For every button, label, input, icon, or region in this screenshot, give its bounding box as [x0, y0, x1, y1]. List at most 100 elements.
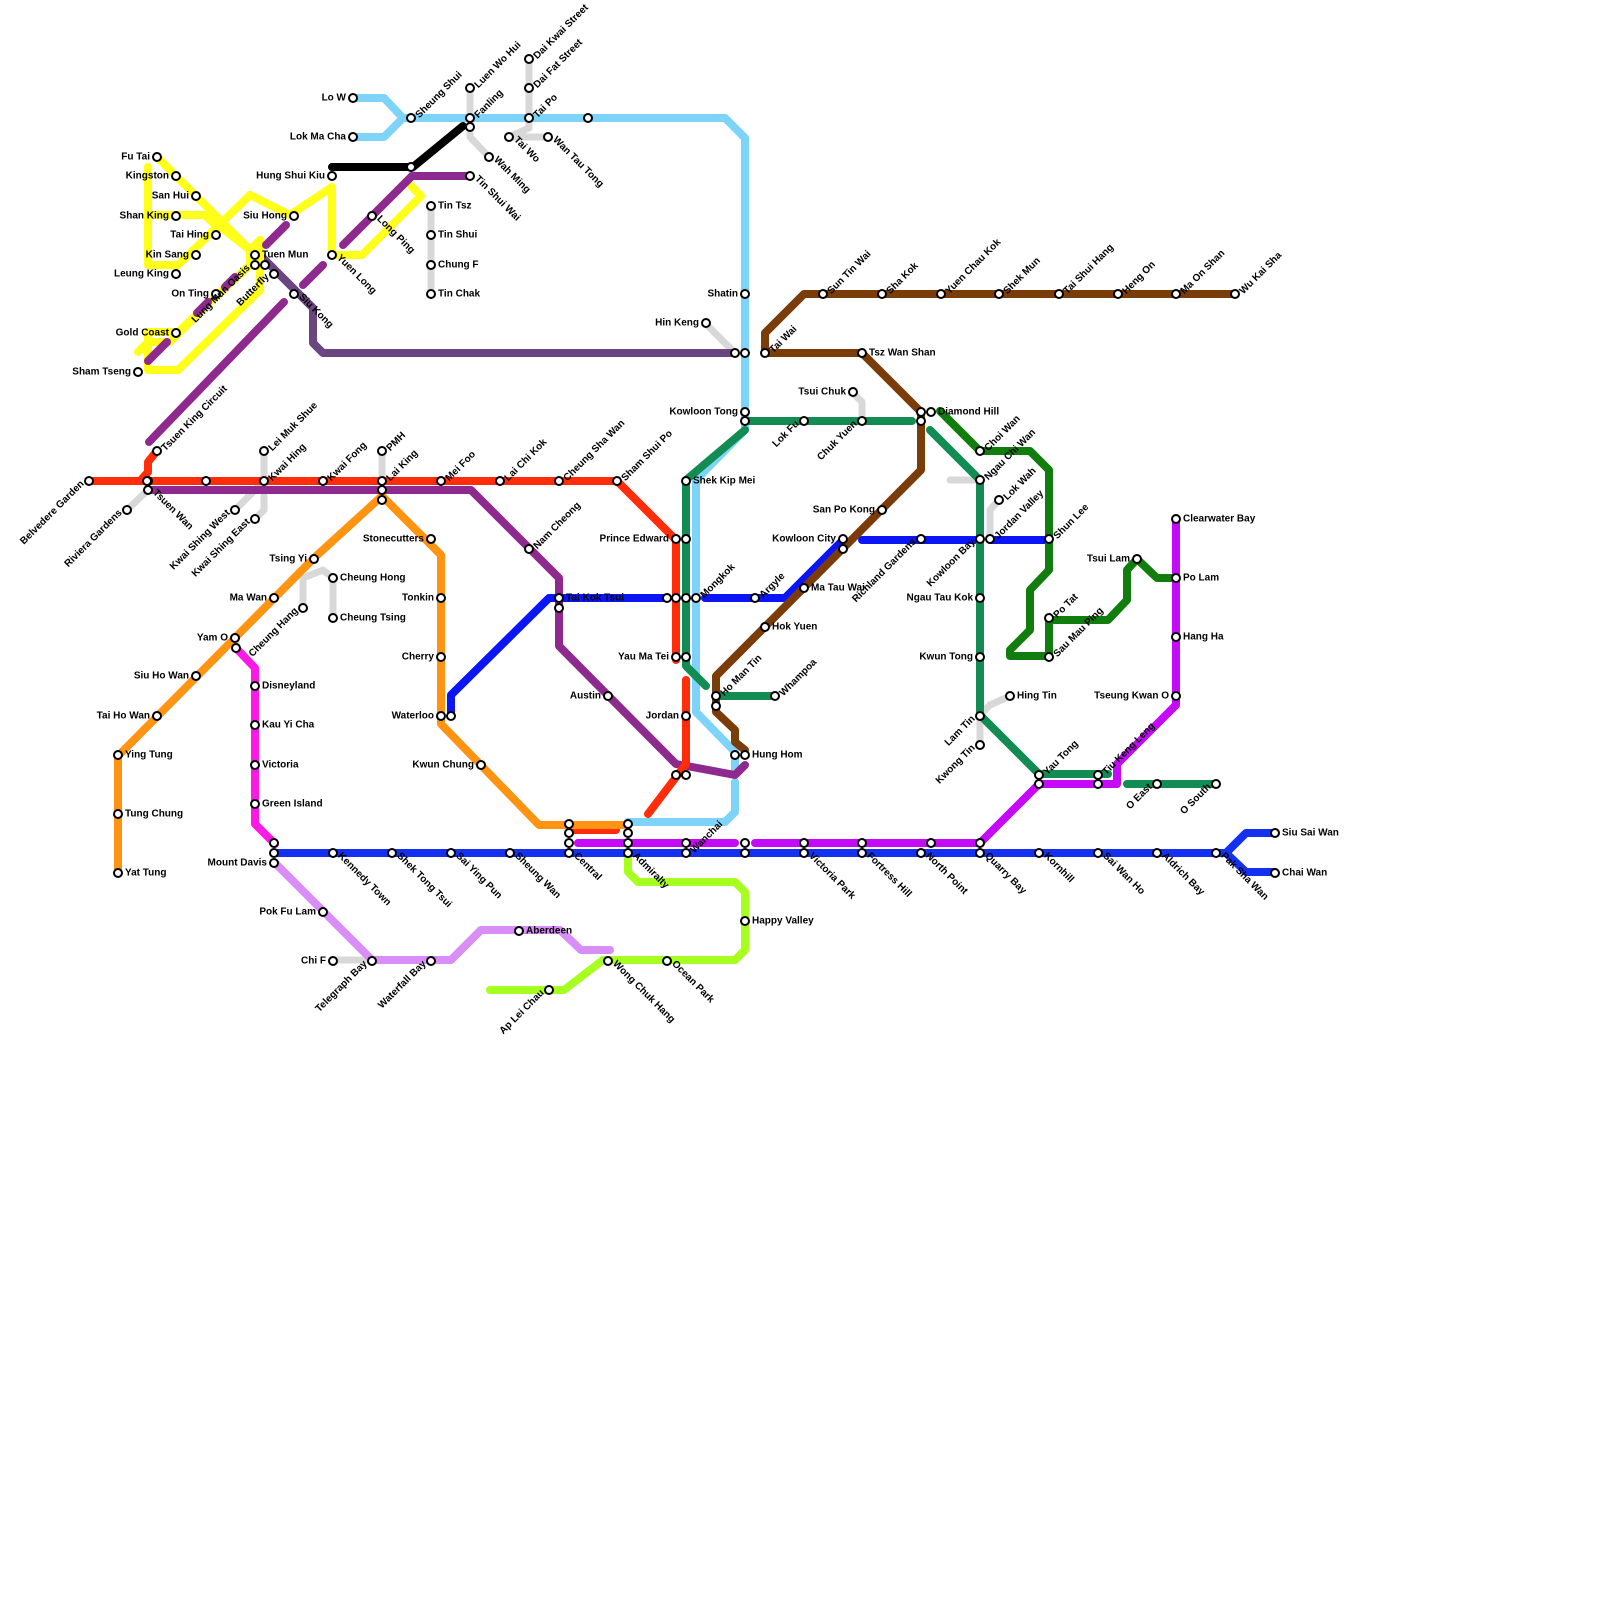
station-marker-ocean-park[interactable]: [662, 956, 672, 966]
station-marker-fortress-hill[interactable]: [857, 848, 867, 858]
station-marker-sheung-wan[interactable]: [505, 848, 515, 858]
station-marker[interactable]: [269, 848, 279, 858]
station-marker-victoria[interactable]: [250, 760, 260, 770]
station-marker-kwai-hing[interactable]: [259, 476, 269, 486]
station-marker-tsui-lam[interactable]: [1132, 554, 1142, 564]
station-marker[interactable]: [857, 838, 867, 848]
station-marker-hing-tin[interactable]: [1005, 691, 1015, 701]
station-marker-mount-davis[interactable]: [269, 858, 279, 868]
station-marker-nam-cheong[interactable]: [524, 544, 534, 554]
station-marker-tseung-kwan-o[interactable]: [1171, 691, 1181, 701]
station-marker-tsuen-king-circuit[interactable]: [152, 446, 162, 456]
station-marker-lai-chi-kok[interactable]: [495, 476, 505, 486]
station-marker-lei-muk-shue[interactable]: [259, 446, 269, 456]
station-marker[interactable]: [1093, 779, 1103, 789]
station-marker-cheung-hang[interactable]: [298, 603, 308, 613]
station-marker-kornhill[interactable]: [1034, 848, 1044, 858]
station-marker-ngau-tau-kok[interactable]: [975, 593, 985, 603]
station-marker[interactable]: [671, 770, 681, 780]
station-marker-argyle[interactable]: [750, 593, 760, 603]
station-marker-tai-wo[interactable]: [504, 132, 514, 142]
station-marker-whampoa[interactable]: [770, 691, 780, 701]
station-marker-hok-yuen[interactable]: [760, 622, 770, 632]
station-marker-sun-tin-wai[interactable]: [818, 289, 828, 299]
station-marker[interactable]: [916, 416, 926, 426]
station-marker[interactable]: [377, 485, 387, 495]
station-marker[interactable]: [406, 162, 416, 172]
station-marker-o-east[interactable]: [1152, 779, 1162, 789]
station-marker[interactable]: [681, 652, 691, 662]
station-marker[interactable]: [681, 593, 691, 603]
station-marker-cheung-sha-wan[interactable]: [554, 476, 564, 486]
station-marker-tsui-chuk[interactable]: [848, 387, 858, 397]
station-marker-tai-ho-wan[interactable]: [152, 711, 162, 721]
station-marker-riviera-gardens[interactable]: [122, 505, 132, 515]
station-marker-disneyland[interactable]: [250, 681, 260, 691]
station-marker-sham-shui-po[interactable]: [612, 476, 622, 486]
station-marker-cherry[interactable]: [436, 652, 446, 662]
station-marker-chai-wan[interactable]: [1270, 868, 1280, 878]
station-marker-wanchai[interactable]: [681, 848, 691, 858]
station-marker-tonkin[interactable]: [436, 593, 446, 603]
station-marker-central[interactable]: [564, 848, 574, 858]
station-marker-diamond-hill[interactable]: [926, 407, 936, 417]
station-marker-fu-tai[interactable]: [152, 152, 162, 162]
station-marker[interactable]: [916, 407, 926, 417]
station-marker-waterloo[interactable]: [436, 711, 446, 721]
station-marker-chi-f[interactable]: [328, 956, 338, 966]
station-marker-victoria-park[interactable]: [799, 848, 809, 858]
station-marker-tiu-keng-leng[interactable]: [1093, 770, 1103, 780]
station-marker-green-island[interactable]: [250, 799, 260, 809]
station-marker-yuen-chau-kok[interactable]: [936, 289, 946, 299]
station-marker-belvedere-garden[interactable]: [84, 476, 94, 486]
station-marker-wan-tau-tong[interactable]: [543, 132, 553, 142]
station-marker-aberdeen[interactable]: [514, 926, 524, 936]
station-marker-kowloon-bay[interactable]: [975, 534, 985, 544]
station-marker-on-ting[interactable]: [211, 289, 221, 299]
station-marker[interactable]: [142, 476, 152, 486]
station-marker-dai-kwai-street[interactable]: [524, 54, 534, 64]
station-marker[interactable]: [377, 495, 387, 505]
station-marker-lo-w[interactable]: [348, 93, 358, 103]
station-marker-tin-chak[interactable]: [426, 289, 436, 299]
station-marker-stonecutters[interactable]: [426, 534, 436, 544]
station-marker-kowloon-tong[interactable]: [740, 407, 750, 417]
station-marker-sai-wan-ho[interactable]: [1093, 848, 1103, 858]
station-marker[interactable]: [711, 701, 721, 711]
station-marker-pok-fu-lam[interactable]: [318, 907, 328, 917]
station-marker-ma-wan[interactable]: [269, 593, 279, 603]
station-marker-ap-lei-chau[interactable]: [544, 985, 554, 995]
station-marker-kwai-fong[interactable]: [318, 476, 328, 486]
station-marker-lok-fu[interactable]: [799, 416, 809, 426]
station-marker-luen-wo-hui[interactable]: [465, 83, 475, 93]
station-marker-dai-fat-street[interactable]: [524, 83, 534, 93]
station-marker[interactable]: [231, 643, 241, 653]
station-marker[interactable]: [201, 476, 211, 486]
station-marker[interactable]: [730, 750, 740, 760]
station-marker-sai-ying-pun[interactable]: [446, 848, 456, 858]
station-marker-clearwater-bay[interactable]: [1171, 514, 1181, 524]
station-marker-wu-kai-sha[interactable]: [1230, 289, 1240, 299]
station-marker-tin-tsz[interactable]: [426, 201, 436, 211]
station-marker-chung-f[interactable]: [426, 260, 436, 270]
station-marker[interactable]: [662, 593, 672, 603]
station-marker[interactable]: [269, 838, 279, 848]
station-marker-shek-mun[interactable]: [994, 289, 1004, 299]
station-marker-tsing-yi[interactable]: [309, 554, 319, 564]
station-marker-jordan[interactable]: [681, 711, 691, 721]
station-marker[interactable]: [554, 603, 564, 613]
station-marker[interactable]: [1034, 779, 1044, 789]
station-marker-siu-kong[interactable]: [289, 289, 299, 299]
station-marker-admiralty[interactable]: [623, 848, 633, 858]
station-marker-kwong-tin[interactable]: [975, 740, 985, 750]
station-marker-tuen-mun[interactable]: [250, 250, 260, 260]
station-marker-north-point[interactable]: [916, 848, 926, 858]
station-marker[interactable]: [838, 544, 848, 554]
station-marker-tai-wai[interactable]: [760, 348, 770, 358]
station-marker-san-po-kong[interactable]: [877, 505, 887, 515]
station-marker[interactable]: [623, 828, 633, 838]
station-marker-aldrich-bay[interactable]: [1152, 848, 1162, 858]
station-marker-lam-tin[interactable]: [975, 711, 985, 721]
station-marker-hin-keng[interactable]: [701, 318, 711, 328]
station-marker-hung-shui-kiu[interactable]: [327, 171, 337, 181]
